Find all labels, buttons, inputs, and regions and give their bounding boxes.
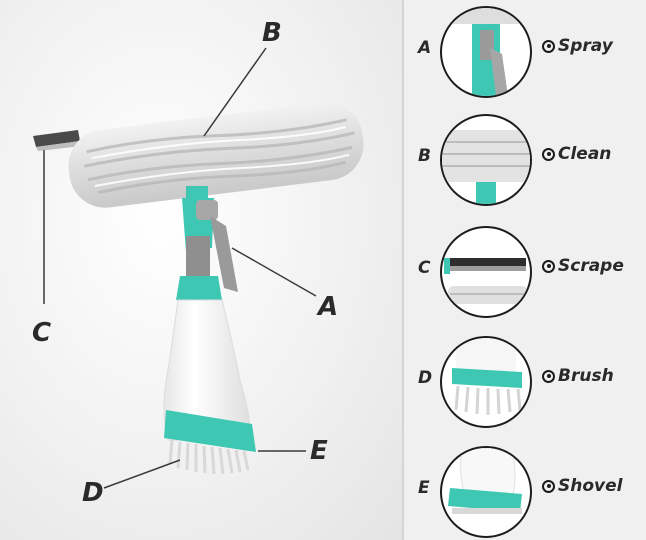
feature-scrape: Scrape	[542, 256, 624, 276]
clean-thumbnail	[440, 114, 532, 206]
radio-dot-icon	[542, 479, 555, 493]
panel-divider	[402, 0, 404, 540]
feature-letter: D	[418, 368, 433, 388]
feature-letter: E	[418, 478, 430, 498]
radio-dot-icon	[542, 147, 555, 161]
feature-letter: C	[418, 258, 431, 278]
feature-row-spray: A Spray	[404, 0, 646, 100]
feature-spray: Spray	[542, 36, 613, 56]
microfiber-pad	[68, 102, 364, 208]
feature-row-shovel: E Shovel	[404, 440, 646, 540]
brush-thumbnail	[440, 336, 532, 428]
scrape-thumbnail	[440, 226, 532, 318]
scraper-blade	[33, 130, 82, 151]
feature-row-brush: D Brush	[404, 330, 646, 430]
spray-thumbnail	[440, 6, 532, 98]
feature-row-clean: B Clean	[404, 108, 646, 208]
radio-dot-icon	[542, 39, 555, 53]
radio-dot-icon	[542, 259, 555, 273]
feature-brush: Brush	[542, 366, 614, 386]
feature-label: Clean	[558, 144, 612, 164]
leader-lines	[43, 47, 317, 489]
feature-clean: Clean	[542, 144, 611, 164]
feature-letter: B	[418, 146, 431, 166]
callout-label-a: A	[318, 292, 339, 322]
callout-label-b: B	[262, 18, 282, 48]
callout-label-e: E	[310, 436, 328, 466]
feature-letter: A	[418, 38, 432, 58]
radio-dot-icon	[542, 369, 555, 383]
window-cleaner-illustration	[33, 47, 364, 489]
brush-head	[164, 410, 256, 475]
sprayer-head	[176, 186, 238, 300]
feature-row-scrape: C Scrape	[404, 220, 646, 320]
feature-list-panel: A Spray B	[404, 0, 646, 540]
product-illustration-panel: B C A E D	[0, 0, 402, 540]
feature-label: Shovel	[558, 476, 623, 496]
feature-label: Spray	[558, 36, 613, 56]
callout-label-d: D	[82, 478, 104, 508]
feature-label: Brush	[558, 366, 614, 386]
callout-label-c: C	[32, 318, 52, 348]
feature-shovel: Shovel	[542, 476, 622, 496]
shovel-thumbnail	[440, 446, 532, 538]
feature-label: Scrape	[558, 256, 624, 276]
